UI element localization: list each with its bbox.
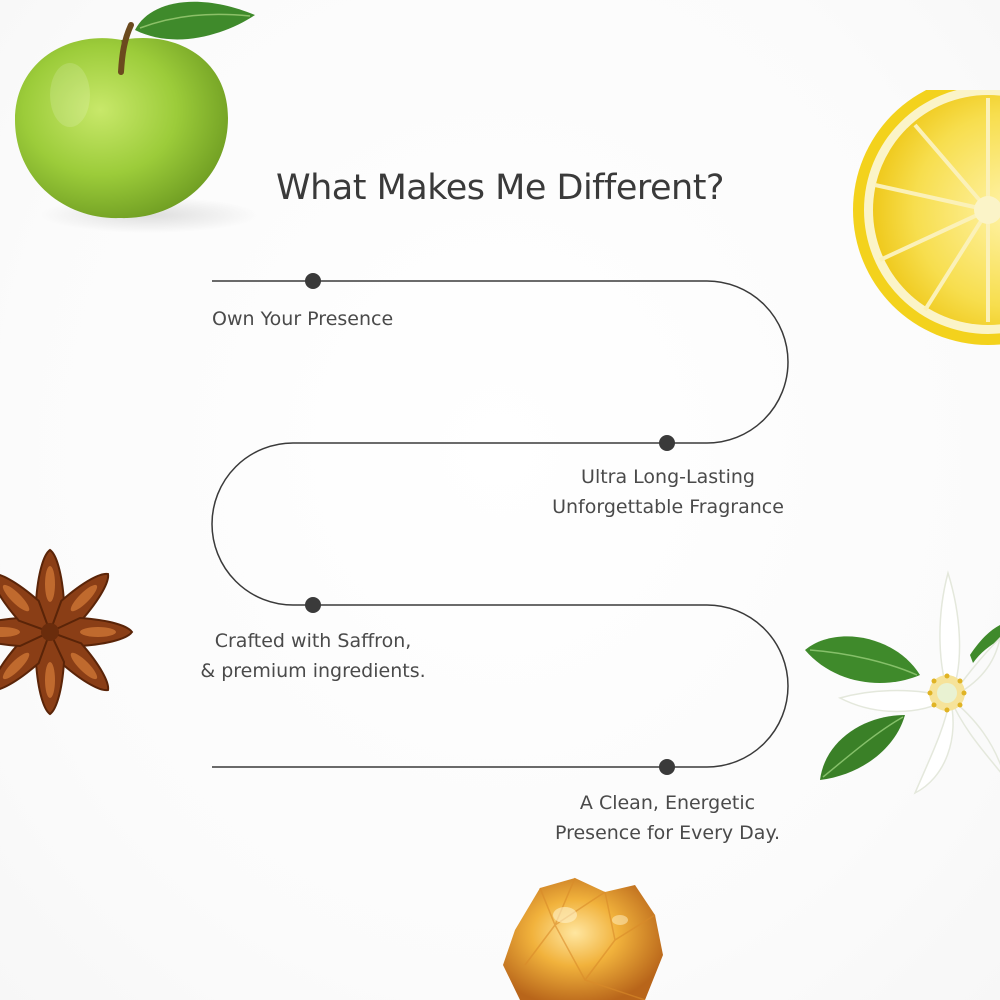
timeline-dot-1	[305, 273, 321, 289]
amber-resin-image	[503, 877, 663, 1000]
green-apple-image	[15, 1, 260, 233]
feature-line: Unforgettable Fragrance	[552, 496, 784, 518]
feature-line: Presence for Every Day.	[554, 822, 781, 844]
feature-label-long-lasting: Ultra Long-Lasting Unforgettable Fragran…	[538, 462, 798, 522]
feature-label-saffron: Crafted with Saffron, & premium ingredie…	[188, 626, 438, 686]
timeline-dot-4	[659, 759, 675, 775]
feature-line: Ultra Long-Lasting	[581, 466, 755, 488]
feature-label-energetic: A Clean, Energetic Presence for Every Da…	[540, 788, 795, 848]
feature-label-presence: Own Your Presence	[212, 304, 393, 334]
feature-line: A Clean, Energetic	[579, 792, 756, 814]
lemon-slice-image	[853, 90, 1000, 345]
feature-line: & premium ingredients.	[200, 660, 426, 682]
timeline-dot-2	[659, 435, 675, 451]
timeline-line	[211, 280, 789, 768]
page-title: What Makes Me Different?	[276, 168, 725, 208]
feature-line: Crafted with Saffron,	[214, 630, 412, 652]
feature-line: Own Your Presence	[212, 308, 394, 330]
white-flower-image	[805, 570, 1000, 795]
star-anise-image	[0, 548, 134, 716]
timeline-dot-3	[305, 597, 321, 613]
